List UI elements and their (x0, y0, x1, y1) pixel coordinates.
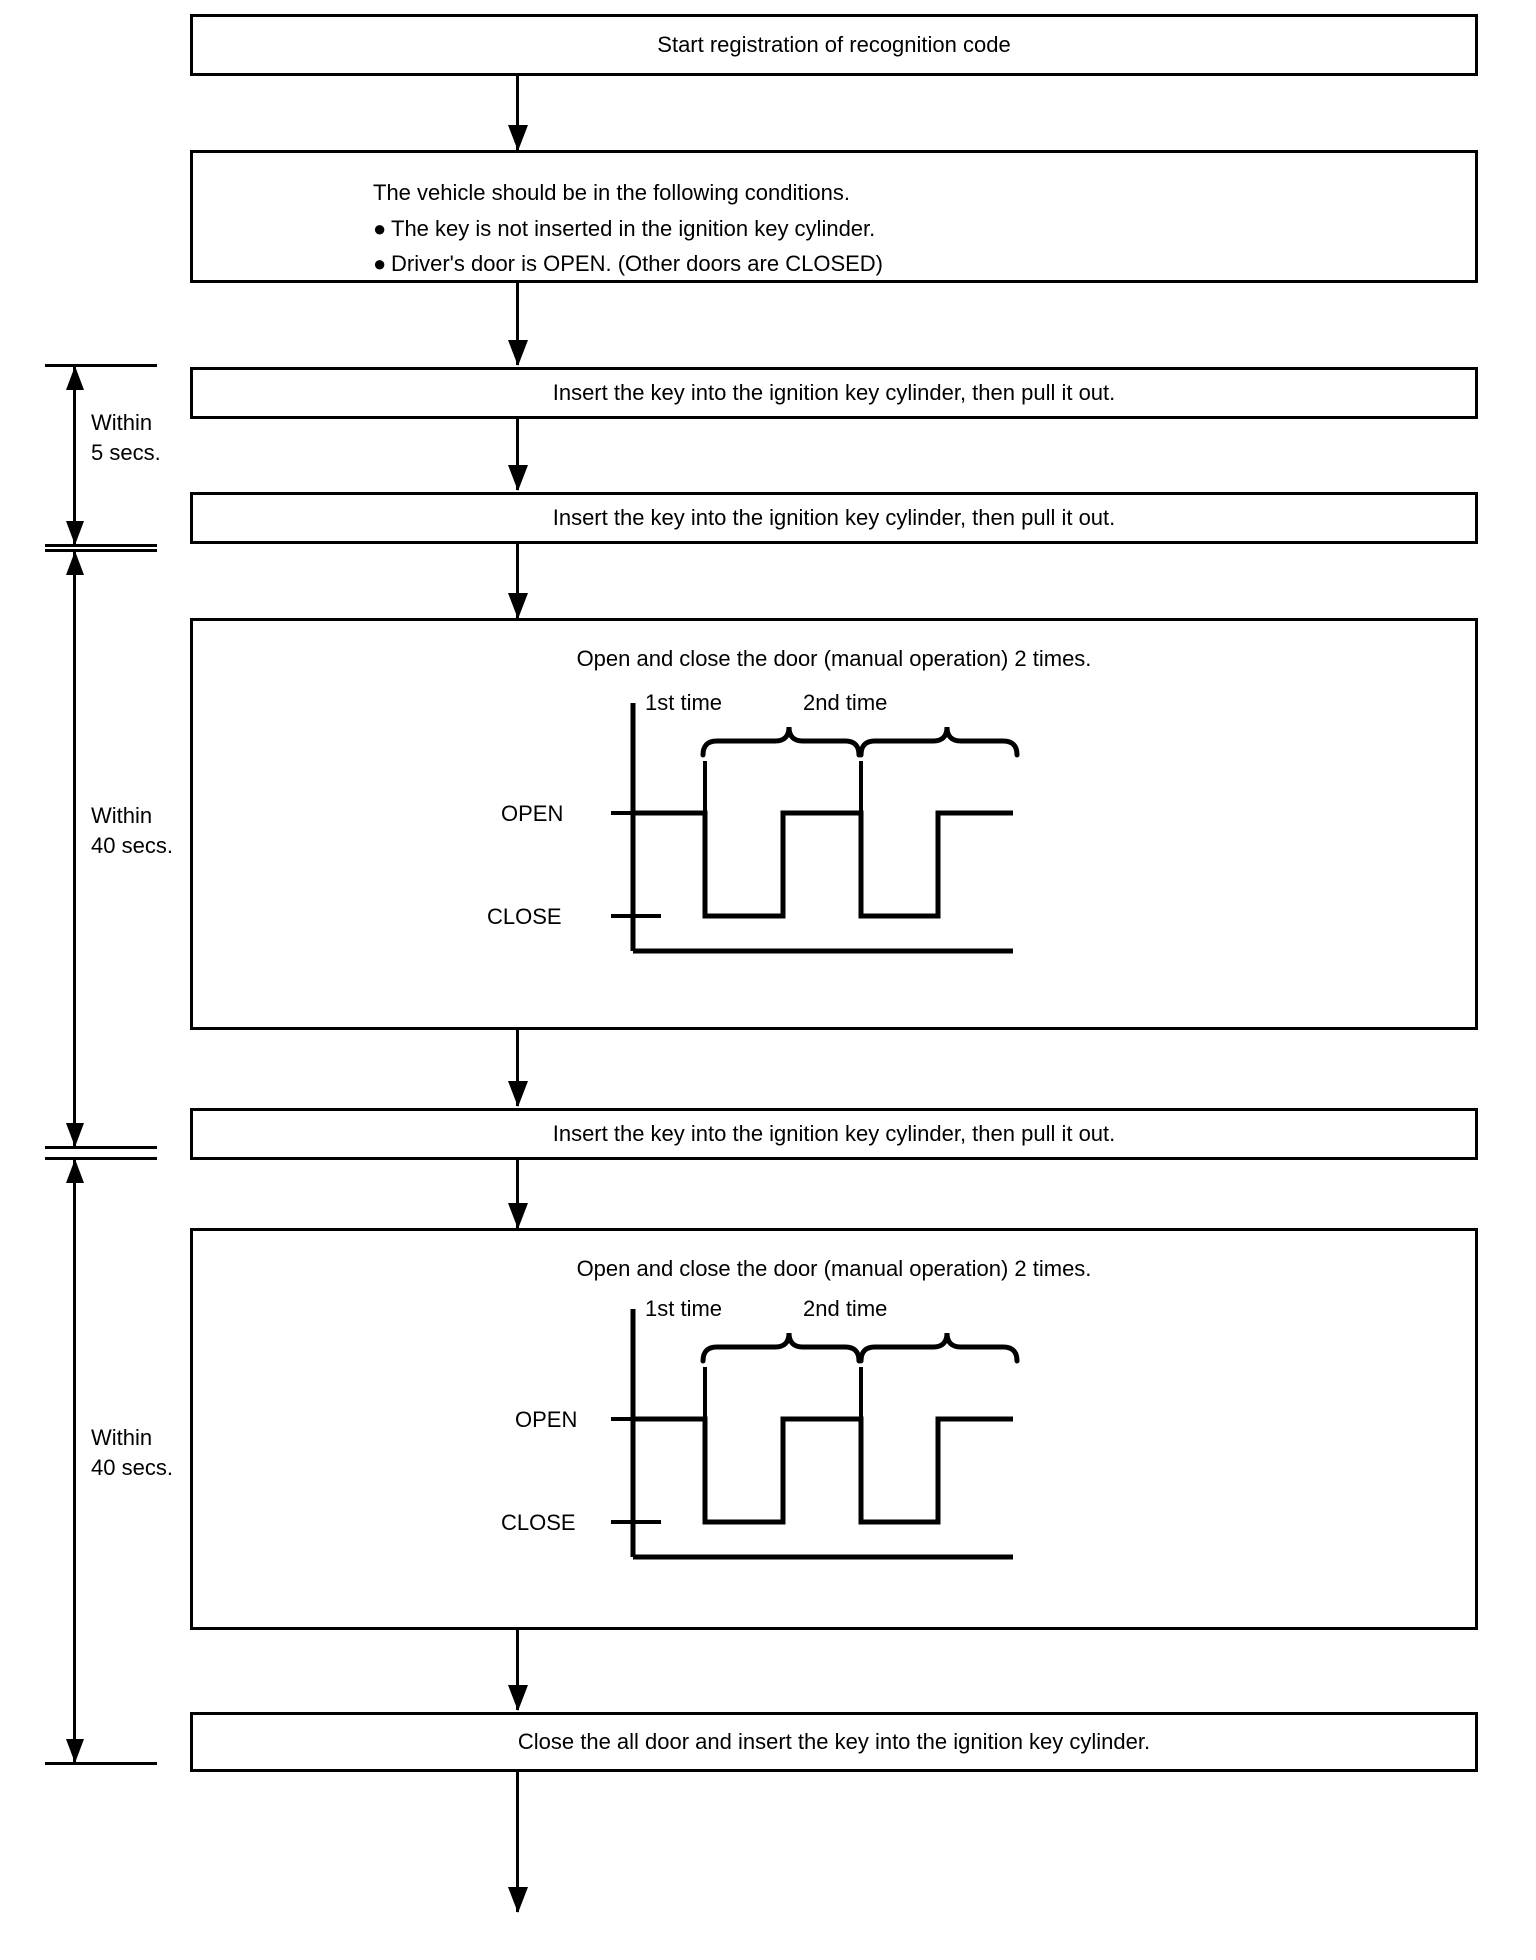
conditions-list: The vehicle should be in the following c… (373, 175, 883, 282)
bracket-stem (73, 1157, 76, 1765)
bracket-stem (73, 364, 76, 547)
timing-bracket-label-line1: Within (91, 1425, 153, 1450)
timing-bracket-within-40-secs-2: Within 40 secs. (45, 1157, 173, 1765)
door-operation-figure-box-1: Open and close the door (manual operatio… (190, 618, 1478, 1030)
condition-item-2-label: Driver's door is OPEN. (Other doors are … (391, 251, 884, 277)
condition-item-1: ●The key is not inserted in the ignition… (373, 211, 883, 247)
bracket-arrowhead-up-icon (65, 551, 84, 575)
bullet-icon: ● (373, 215, 387, 241)
bracket-arrowhead-up-icon (65, 366, 84, 390)
bracket-cap-top (45, 1157, 157, 1160)
door-figure-1-brace-label-2: 2nd time (803, 690, 888, 715)
arrow-door-figure-1-to-insert3 (516, 1030, 519, 1106)
timing-bracket-within-40-secs-1: Within 40 secs. (45, 549, 173, 1149)
waveform-svg (611, 1309, 1020, 1560)
conditions-box: The vehicle should be in the following c… (190, 150, 1478, 283)
insert-key-box-2: Insert the key into the ignition key cyl… (190, 492, 1478, 544)
door-operation-figure-box-2: Open and close the door (manual operatio… (190, 1228, 1478, 1630)
door-figure-2-waveform (493, 1289, 1133, 1619)
insert-key-box-3-label: Insert the key into the ignition key cyl… (552, 1121, 1116, 1147)
timing-bracket-label-line2: 40 secs. (91, 832, 173, 858)
bracket-arrowhead-down-icon (65, 1739, 84, 1763)
timing-bracket-label: Within 5 secs. (91, 408, 161, 467)
door-figure-1-waveform (493, 683, 1133, 1013)
door-figure-2-brace-label-2: 2nd time (803, 1296, 888, 1321)
timing-bracket-label-line1: Within (91, 803, 153, 828)
door-figure-2-brace-label-1: 1st time (645, 1296, 723, 1321)
timing-bracket-label: Within 40 secs. (91, 1423, 173, 1482)
bracket-cap-top (45, 549, 157, 552)
timing-bracket-label-line1: Within (91, 410, 153, 435)
condition-item-1-label: The key is not inserted in the ignition … (391, 215, 876, 241)
insert-key-box-3: Insert the key into the ignition key cyl… (190, 1108, 1478, 1160)
insert-key-box-1: Insert the key into the ignition key cyl… (190, 367, 1478, 419)
start-box-label: Start registration of recognition code (657, 32, 1011, 58)
arrow-close-all-door-to-next-page (516, 1772, 519, 1912)
bracket-cap-bottom (45, 1146, 157, 1149)
bracket-stem (73, 549, 76, 1149)
door-figure-2-axis-label-open: OPEN (515, 1407, 578, 1432)
insert-key-box-2-label: Insert the key into the ignition key cyl… (552, 505, 1116, 531)
bullet-icon: ● (373, 251, 387, 277)
bracket-arrowhead-down-icon (65, 1123, 84, 1147)
close-all-door-box-label: Close the all door and insert the key in… (517, 1729, 1151, 1755)
start-box: Start registration of recognition code (190, 14, 1478, 76)
door-figure-1-caption: Open and close the door (manual operatio… (576, 646, 1092, 671)
door-figure-1-axis-label-open: OPEN (501, 801, 564, 826)
bracket-arrowhead-down-icon (65, 521, 84, 545)
door-figure-2-axis-label-close: CLOSE (501, 1510, 576, 1535)
conditions-heading: The vehicle should be in the following c… (373, 180, 850, 205)
timing-bracket-label-line2: 5 secs. (91, 439, 161, 465)
insert-key-box-1-label: Insert the key into the ignition key cyl… (552, 380, 1116, 406)
waveform-svg (611, 703, 1020, 954)
timing-bracket-within-5-secs: Within 5 secs. (45, 364, 165, 547)
arrow-insert3-to-door-figure-2 (516, 1160, 519, 1228)
door-figure-1-axis-label-close: CLOSE (487, 904, 562, 929)
bracket-cap-top (45, 364, 157, 367)
door-figure-2-caption: Open and close the door (manual operatio… (576, 1256, 1092, 1281)
door-figure-1-brace-label-1: 1st time (645, 690, 723, 715)
arrow-insert1-to-insert2 (516, 419, 519, 490)
timing-bracket-label: Within 40 secs. (91, 801, 173, 860)
arrow-start-to-conditions (516, 76, 519, 150)
close-all-door-box: Close the all door and insert the key in… (190, 1712, 1478, 1772)
condition-item-2: ●Driver's door is OPEN. (Other doors are… (373, 246, 883, 282)
arrow-conditions-to-insert1 (516, 283, 519, 365)
timing-bracket-label-line2: 40 secs. (91, 1454, 173, 1480)
arrow-insert2-to-door-figure-1 (516, 544, 519, 618)
bracket-arrowhead-up-icon (65, 1159, 84, 1183)
arrow-door-figure-2-to-close-all-door (516, 1630, 519, 1710)
bracket-cap-bottom (45, 544, 157, 547)
bracket-cap-bottom (45, 1762, 157, 1765)
